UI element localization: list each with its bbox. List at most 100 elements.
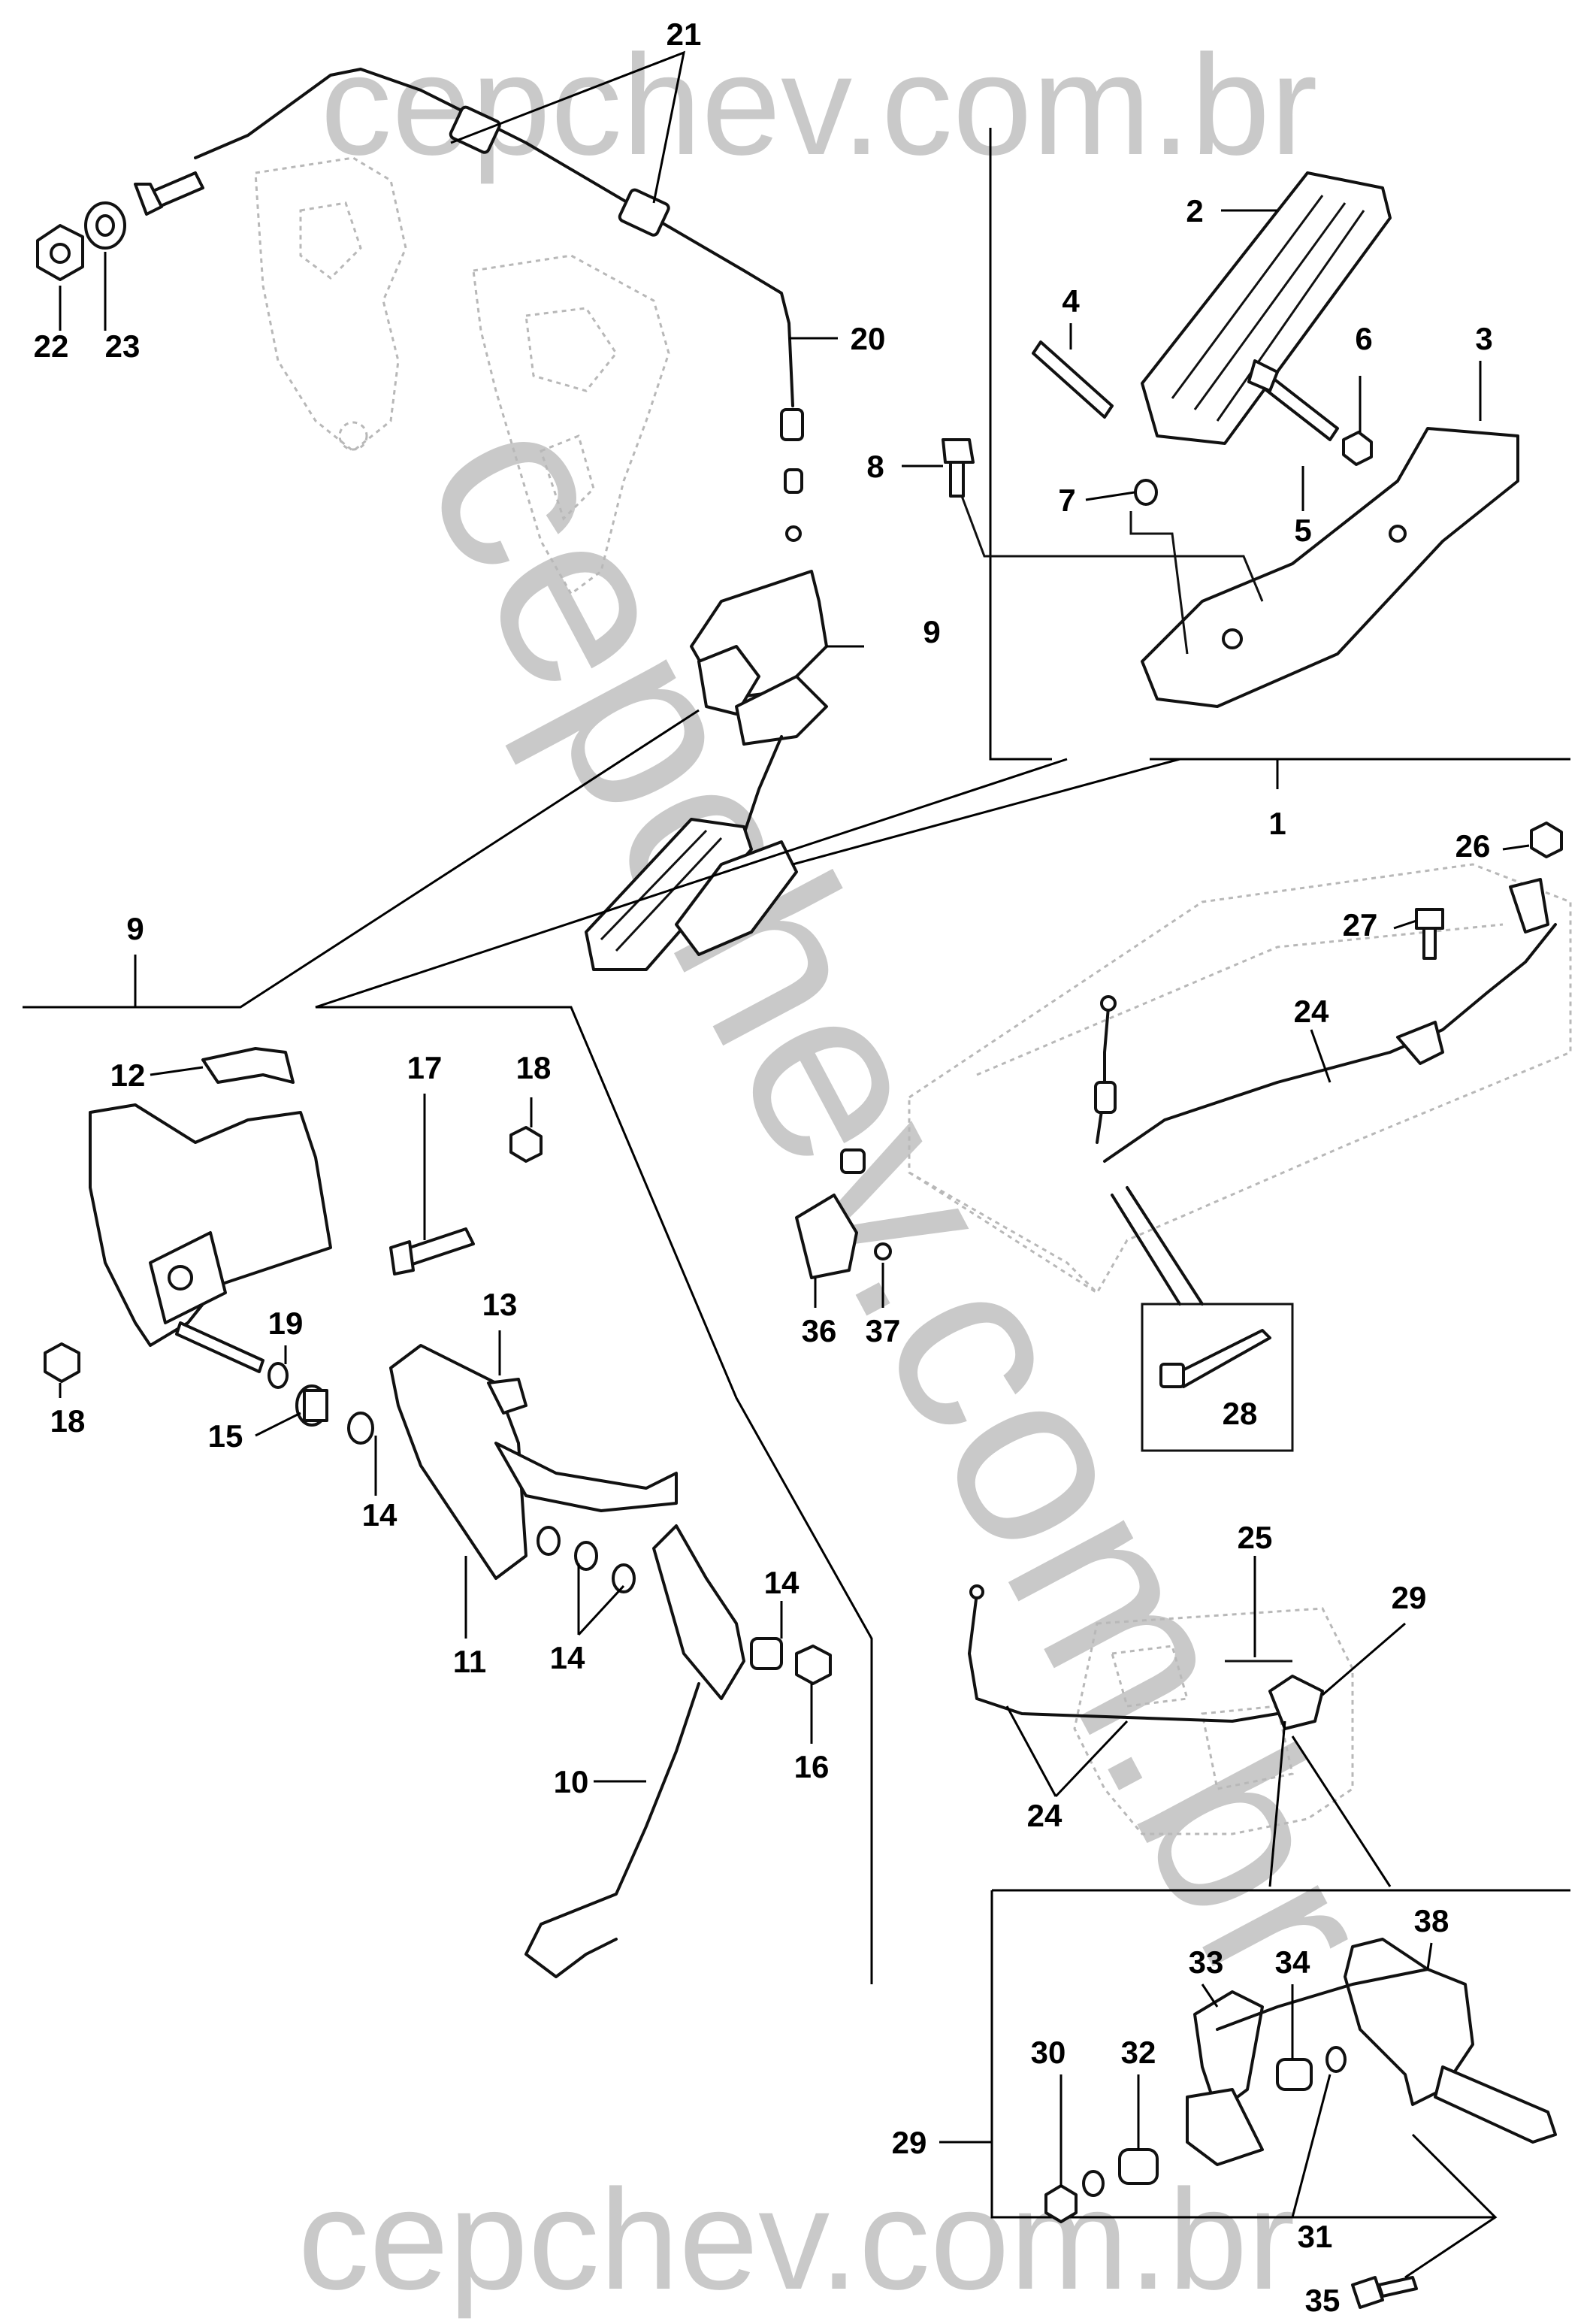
- callout-27: 27: [1343, 907, 1378, 943]
- switch-36: [795, 1148, 866, 1279]
- bracket-26-assembly: [1509, 878, 1549, 934]
- brake-pedal-10: [524, 1524, 745, 1978]
- callout-30: 30: [1031, 2035, 1066, 2070]
- callout-17: 17: [407, 1050, 443, 1085]
- callout-9-pedal: 9: [923, 614, 940, 649]
- callout-33: 33: [1189, 1944, 1224, 1980]
- bolt-5: [1247, 359, 1339, 441]
- leader-washer-7: [1129, 511, 1189, 655]
- bolt-8: [942, 438, 975, 498]
- callout-29-lower: 29: [892, 2125, 927, 2160]
- pedal-support-bracket: [89, 1103, 332, 1347]
- cover-12: [201, 1047, 295, 1084]
- callout-36: 36: [802, 1313, 837, 1348]
- lever-33: [1186, 1990, 1264, 2166]
- leader-group-9a: [23, 709, 700, 1009]
- nut-30: [1044, 2184, 1078, 2223]
- accelerator-cable-20: [134, 68, 804, 542]
- callout-25: 25: [1238, 1520, 1273, 1555]
- pedal-arm-11: [389, 1344, 678, 1580]
- callout-14-left: 14: [362, 1497, 397, 1533]
- nut-6: [1342, 431, 1373, 466]
- frame-assembly-1: [989, 128, 1570, 761]
- throttle-cable-24: [1094, 923, 1557, 1163]
- pivot-shaft-19: [175, 1321, 264, 1373]
- callout-28: 28: [1223, 1396, 1258, 1431]
- detail-box-29: [990, 1720, 1570, 2219]
- callout-4: 4: [1062, 283, 1080, 319]
- ghost-floor-panel: [908, 863, 1572, 1295]
- ghost-engine-block: [1073, 1607, 1354, 1835]
- callout-8: 8: [866, 449, 884, 484]
- bushing-15: [295, 1384, 328, 1427]
- washer-19: [268, 1362, 289, 1389]
- callout-31: 31: [1298, 2219, 1333, 2254]
- nut-22: [36, 224, 84, 281]
- callout-18-left: 18: [50, 1403, 86, 1439]
- watermark-top: cepchev.com.br: [320, 26, 1317, 185]
- callout-13: 13: [482, 1287, 518, 1322]
- bushing-14-right: [750, 1637, 783, 1670]
- stud-17: [389, 1227, 475, 1275]
- pedal-pad-upper: [585, 818, 798, 971]
- callout-38: 38: [1414, 1903, 1449, 1938]
- callout-7: 7: [1058, 483, 1075, 518]
- callout-1: 1: [1268, 806, 1286, 841]
- throttle-linkage-29: [1268, 1675, 1324, 1730]
- callout-22: 22: [34, 328, 69, 364]
- callout-14-middle: 14: [550, 1640, 585, 1675]
- callout-20: 20: [851, 321, 886, 356]
- callout-24-upper: 24: [1294, 994, 1329, 1029]
- callout-5: 5: [1294, 513, 1311, 548]
- ghost-firewall-right: [472, 254, 670, 596]
- callout-10: 10: [554, 1764, 589, 1799]
- cable-clip-21b: [618, 188, 670, 237]
- bolt-35: [1351, 2133, 1498, 2309]
- callout-15: 15: [208, 1418, 243, 1454]
- callout-11: 11: [453, 1644, 486, 1679]
- cable-clip-21a: [449, 105, 501, 154]
- callout-leaders: [59, 50, 1530, 2218]
- washer-31: [1082, 2170, 1105, 2197]
- washer-23: [84, 201, 126, 250]
- callout-24-lower: 24: [1027, 1798, 1062, 1833]
- callout-2: 2: [1186, 193, 1203, 228]
- spring-33: [1216, 1968, 1429, 2031]
- throttle-body-leader-25: [1225, 1556, 1292, 1663]
- callout-21: 21: [667, 17, 702, 52]
- nut-18-left: [44, 1342, 80, 1383]
- leader-assembly-1: [792, 758, 1180, 866]
- callout-6: 6: [1355, 321, 1372, 356]
- callout-29-upper: 29: [1392, 1580, 1427, 1615]
- callout-9-group: 9: [126, 911, 144, 946]
- callout-37: 37: [866, 1313, 901, 1348]
- ghost-firewall-left: [254, 156, 407, 452]
- clip-13: [487, 1378, 527, 1415]
- spacer-32: [1118, 2148, 1159, 2185]
- screw-37: [874, 1242, 892, 1260]
- callout-32: 32: [1121, 2035, 1156, 2070]
- cable-bracket-lower: [1396, 1021, 1444, 1065]
- bracket-38: [1344, 1938, 1557, 2144]
- leader-bolt-8: [960, 495, 1264, 602]
- leader-group-9b: [315, 758, 1068, 1984]
- detail-box-28: [1111, 1186, 1294, 1452]
- callout-34: 34: [1275, 1944, 1310, 1980]
- callout-18-top: 18: [516, 1050, 552, 1085]
- bracket-3: [1141, 427, 1519, 708]
- pedal-pad-2: [1141, 171, 1392, 445]
- callout-12: 12: [110, 1058, 146, 1093]
- pivot-pin-4: [1032, 340, 1114, 419]
- callout-14-right: 14: [764, 1565, 800, 1600]
- callout-35: 35: [1305, 2283, 1341, 2318]
- watermark-bottom: cepchev.com.br: [298, 2160, 1295, 2319]
- washer-7: [1134, 479, 1158, 506]
- bushing-34: [1276, 2046, 1347, 2091]
- nut-16: [795, 1645, 832, 1685]
- nut-18-top: [509, 1126, 543, 1163]
- callout-26: 26: [1455, 828, 1491, 864]
- callout-16: 16: [794, 1749, 830, 1784]
- callout-19: 19: [268, 1306, 304, 1341]
- bushing-14-left: [347, 1412, 374, 1445]
